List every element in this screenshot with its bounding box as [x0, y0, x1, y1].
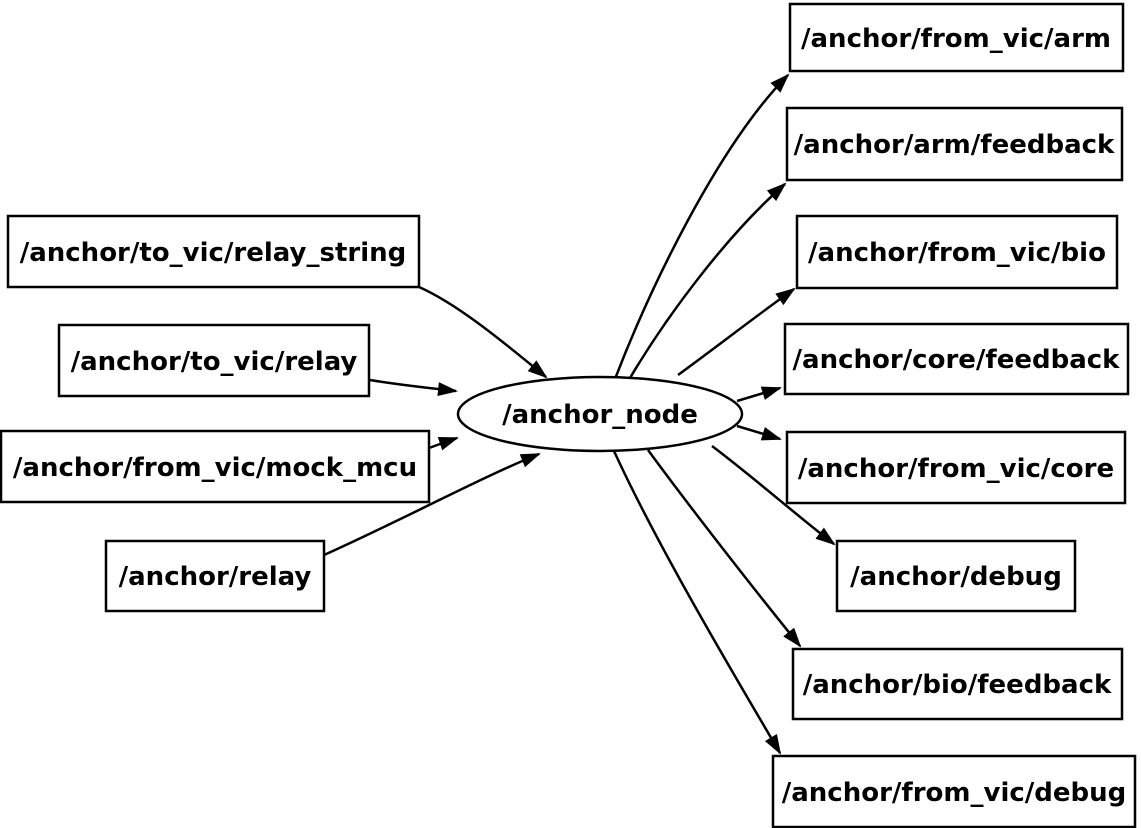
- topic-label: /anchor/core/feedback: [793, 345, 1121, 375]
- node-anchor-node: /anchor_node: [456, 375, 744, 453]
- edge-node-to-from-vic-bio: [677, 287, 796, 377]
- topic-label: /anchor/from_vic/bio: [808, 238, 1106, 268]
- topic-label: /anchor/arm/feedback: [794, 130, 1115, 160]
- edge-node-to-arm-feedback: [628, 182, 787, 379]
- topic-label: /anchor/bio/feedback: [803, 670, 1112, 700]
- topic-box-rect: [788, 2, 1125, 73]
- topic-box-from-vic-debug: /anchor/from_vic/debug: [771, 754, 1137, 828]
- topic-label: /anchor/from_vic/core: [798, 454, 1114, 484]
- topic-box-debug: /anchor/debug: [835, 539, 1077, 613]
- topic-box-to-vic-relay-string: /anchor/to_vic/relay_string: [6, 214, 421, 289]
- topic-box-rect: [57, 323, 371, 398]
- topic-label: /anchor/from_vic/arm: [801, 24, 1111, 54]
- topic-label: /anchor/to_vic/relay_string: [20, 238, 407, 268]
- topic-box-from-vic-mock-mcu: /anchor/from_vic/mock_mcu: [0, 429, 431, 504]
- node-label: /anchor_node: [502, 400, 698, 430]
- topic-box-rect: [783, 322, 1130, 396]
- topic-label: /anchor/from_vic/mock_mcu: [13, 453, 417, 483]
- topic-label: /anchor/debug: [850, 562, 1062, 592]
- edge-node-to-from-vic-debug: [612, 450, 782, 755]
- edge-mock-mcu-to-node: [428, 436, 459, 451]
- edge-node-to-from-vic-core: [736, 424, 782, 441]
- topic-box-relay: /anchor/relay: [104, 539, 326, 613]
- edge-to-vic-relay-to-node: [369, 378, 458, 397]
- edge-group-outputs: [612, 73, 836, 755]
- topic-box-from-vic-arm: /anchor/from_vic/arm: [788, 2, 1125, 73]
- edge-group-inputs: [323, 285, 548, 557]
- topic-box-rect: [0, 429, 431, 504]
- topic-box-arm-feedback: /anchor/arm/feedback: [785, 106, 1124, 182]
- topic-box-rect: [6, 214, 421, 289]
- edge-node-to-core-feedback: [736, 386, 782, 403]
- edge-node-to-bio-feedback: [646, 449, 802, 648]
- topic-label: /anchor/relay: [119, 562, 312, 592]
- topic-box-from-vic-bio: /anchor/from_vic/bio: [795, 214, 1119, 290]
- node-ellipse: [456, 375, 744, 453]
- topic-box-rect: [791, 647, 1124, 721]
- edge-relay-to-node: [323, 452, 541, 557]
- edge-node-to-from-vic-arm: [613, 73, 790, 380]
- topic-box-bio-feedback: /anchor/bio/feedback: [791, 647, 1124, 721]
- topic-box-rect: [785, 106, 1124, 182]
- topic-box-to-vic-relay: /anchor/to_vic/relay: [57, 323, 371, 398]
- topic-box-rect: [771, 754, 1137, 828]
- topic-box-core-feedback: /anchor/core/feedback: [783, 322, 1130, 396]
- topic-label: /anchor/to_vic/relay: [71, 347, 358, 377]
- edge-node-to-debug: [711, 445, 836, 546]
- topic-label: /anchor/from_vic/debug: [782, 778, 1127, 808]
- topic-box-rect: [785, 430, 1127, 505]
- topic-box-rect: [795, 214, 1119, 290]
- edge-relay-string-to-node: [418, 285, 548, 379]
- topic-box-rect: [104, 539, 326, 613]
- topic-box-from-vic-core: /anchor/from_vic/core: [785, 430, 1127, 505]
- topic-box-rect: [835, 539, 1077, 613]
